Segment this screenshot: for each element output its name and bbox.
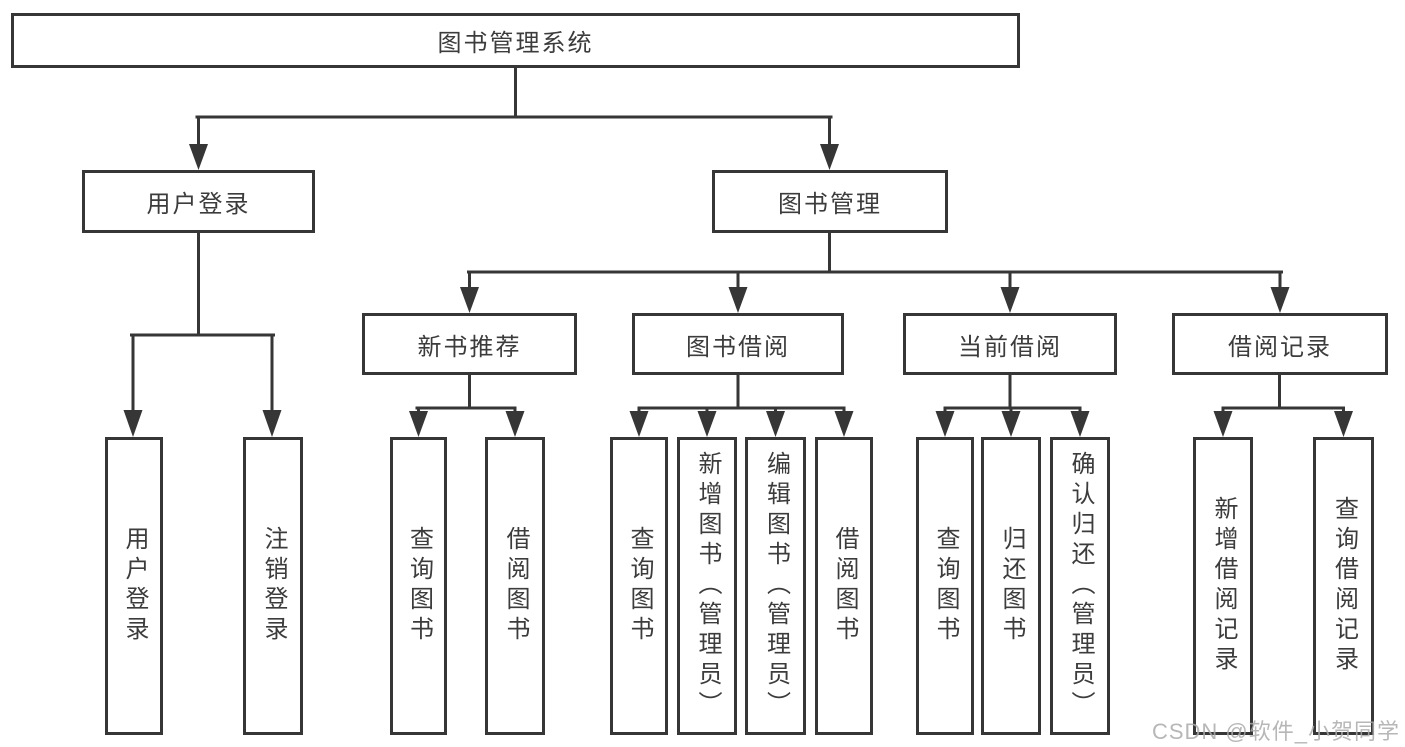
connector-user-login-subtree [130, 231, 275, 414]
node-book-management: 图书管理 [712, 170, 948, 233]
leaf-br-query-record-label: 查询借阅记录 [1330, 496, 1358, 676]
connector-root-to-level1 [195, 66, 833, 148]
leaf-nbr-query-books: 查询图书 [390, 437, 447, 735]
node-book-borrowing-label: 图书借阅 [686, 333, 790, 361]
leaf-nbr-query-books-label: 查询图书 [405, 526, 433, 646]
leaf-user-login-label: 用户登录 [121, 526, 148, 646]
leaf-logout-login: 注销登录 [243, 437, 303, 735]
csdn-watermark: CSDN @软件_小贺同学 [1151, 719, 1400, 744]
leaf-cb-return-books: 归还图书 [981, 437, 1041, 735]
leaf-bb-query-books: 查询图书 [610, 437, 668, 735]
connector-book-borrowing-subtree [637, 373, 846, 416]
node-root: 图书管理系统 [11, 13, 1020, 68]
leaf-logout-login-label: 注销登录 [260, 526, 287, 646]
leaf-bb-query-books-label: 查询图书 [626, 526, 653, 646]
leaf-nbr-borrow-books-label: 借阅图书 [502, 526, 529, 646]
node-borrowing-records-label: 借阅记录 [1228, 333, 1332, 361]
leaf-nbr-borrow-books: 借阅图书 [485, 437, 545, 735]
leaf-cb-confirm-return-admin-label: 确认归还（管理员） [1067, 451, 1094, 721]
leaf-bb-edit-books-admin: 编辑图书（管理员） [745, 437, 806, 735]
node-user-login-label: 用户登录 [146, 191, 251, 218]
connector-borrowing-records-subtree [1221, 373, 1345, 416]
leaf-bb-borrow-books: 借阅图书 [815, 437, 873, 735]
node-new-book-recommend-label: 新书推荐 [417, 333, 522, 361]
leaf-bb-edit-books-admin-label: 编辑图书（管理员） [762, 451, 790, 721]
leaf-user-login: 用户登录 [105, 437, 163, 735]
leaf-br-add-record: 新增借阅记录 [1193, 437, 1253, 735]
connector-new-book-subtree [415, 373, 517, 416]
leaf-bb-add-books-admin-label: 新增图书（管理员） [694, 451, 721, 721]
connector-current-borrowing-subtree [943, 373, 1082, 416]
node-root-label: 图书管理系统 [437, 30, 594, 57]
node-new-book-recommend: 新书推荐 [362, 313, 577, 375]
leaf-cb-confirm-return-admin: 确认归还（管理员） [1050, 437, 1110, 735]
leaf-cb-return-books-label: 归还图书 [998, 526, 1025, 646]
connector-book-management-subtree [467, 231, 1283, 291]
node-user-login: 用户登录 [82, 170, 315, 233]
leaf-br-query-record: 查询借阅记录 [1313, 437, 1374, 735]
arrowheads [123, 144, 1353, 437]
node-borrowing-records: 借阅记录 [1172, 313, 1388, 375]
leaf-br-add-record-label: 新增借阅记录 [1210, 496, 1237, 676]
leaf-cb-query-books-label: 查询图书 [932, 526, 959, 646]
node-book-management-label: 图书管理 [778, 191, 882, 218]
node-current-borrowing-label: 当前借阅 [958, 333, 1062, 361]
node-book-borrowing: 图书借阅 [632, 313, 844, 375]
leaf-bb-borrow-books-label: 借阅图书 [831, 526, 858, 646]
leaf-cb-query-books: 查询图书 [916, 437, 974, 735]
node-current-borrowing: 当前借阅 [903, 313, 1117, 375]
leaf-bb-add-books-admin: 新增图书（管理员） [677, 437, 737, 735]
